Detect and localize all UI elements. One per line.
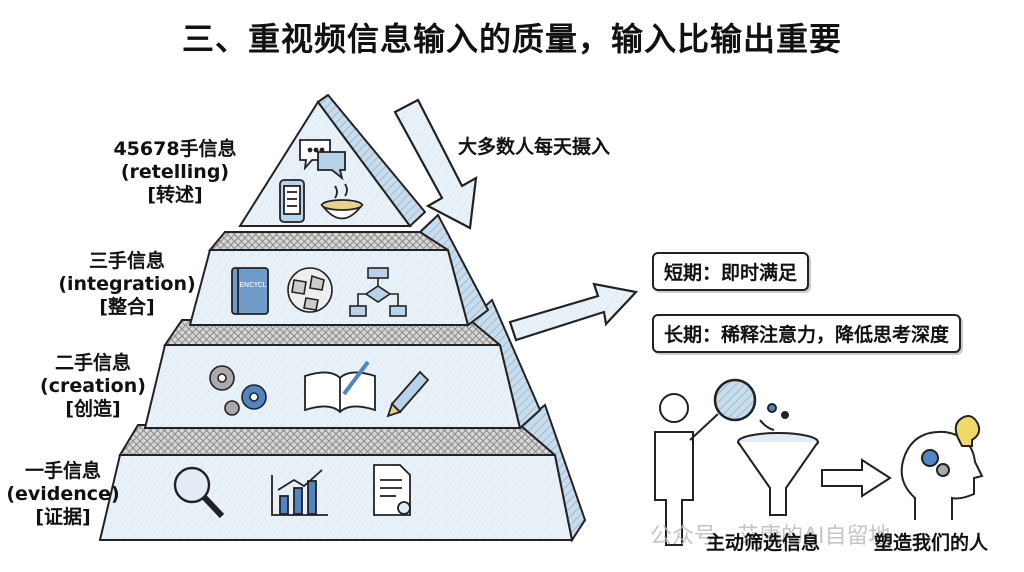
- tier-cn: [证据]: [35, 506, 91, 528]
- wikipedia-globe-icon: [287, 267, 333, 313]
- encyclopedia-book-icon: ENCYCL: [231, 267, 269, 315]
- pencil-icon: [386, 370, 430, 418]
- tier-name: 一手信息: [24, 460, 101, 482]
- page-title: 三、重视频信息输入的质量，输入比输出重要: [181, 20, 842, 58]
- gears-icon: [209, 365, 267, 416]
- thinking-head-icon: [900, 415, 984, 520]
- tier-cn: [整合]: [99, 296, 155, 318]
- smartphone-icon: [279, 179, 305, 223]
- tier-name: 三手信息: [88, 250, 165, 272]
- daily-intake-callout: 大多数人每天摄入: [458, 136, 611, 158]
- magnifier-icon: [173, 466, 225, 519]
- tier-label-creation: 二手信息 (creation) [创造]: [18, 352, 168, 421]
- person-icon: [654, 378, 757, 546]
- tier-label-evidence: 一手信息 (evidence) [证据]: [0, 460, 138, 529]
- tier-en: (evidence): [6, 483, 120, 505]
- tier-en: (integration): [58, 273, 196, 295]
- soup-bowl-icon: [320, 183, 364, 220]
- funnel-icon: [737, 403, 819, 516]
- bar-chart-icon: [271, 469, 328, 516]
- flowchart-icon: [349, 267, 407, 317]
- tier-cn: [转述]: [147, 184, 203, 206]
- document-search-icon: [373, 464, 411, 516]
- tier-en: (creation): [40, 375, 146, 397]
- tier-label-integration: 三手信息 (integration) [整合]: [52, 250, 202, 319]
- encyclopedia-book-label: ENCYCL: [239, 281, 266, 289]
- short-term-box: 短期：即时满足: [652, 252, 810, 291]
- filter-caption: 主动筛选信息: [706, 532, 821, 554]
- right-arrow-icon: [508, 282, 639, 342]
- small-right-arrow-icon: [821, 458, 892, 498]
- open-book-pen-icon: [304, 360, 376, 414]
- tier-label-retelling: 45678手信息 (retelling) [转述]: [100, 138, 250, 207]
- tier-name: 45678手信息: [113, 138, 237, 160]
- down-arrow-icon: [393, 98, 478, 230]
- long-term-box: 长期：稀释注意力，降低思考深度: [652, 314, 962, 353]
- chat-bubbles-icon: [299, 139, 346, 181]
- tier-name: 二手信息: [54, 352, 131, 374]
- shape-caption: 塑造我们的人: [874, 532, 989, 554]
- tier-en: (retelling): [120, 161, 230, 183]
- tier-cn: [创造]: [65, 398, 121, 420]
- watermark: 公众号 · 艾康的AI自留地: [650, 524, 891, 549]
